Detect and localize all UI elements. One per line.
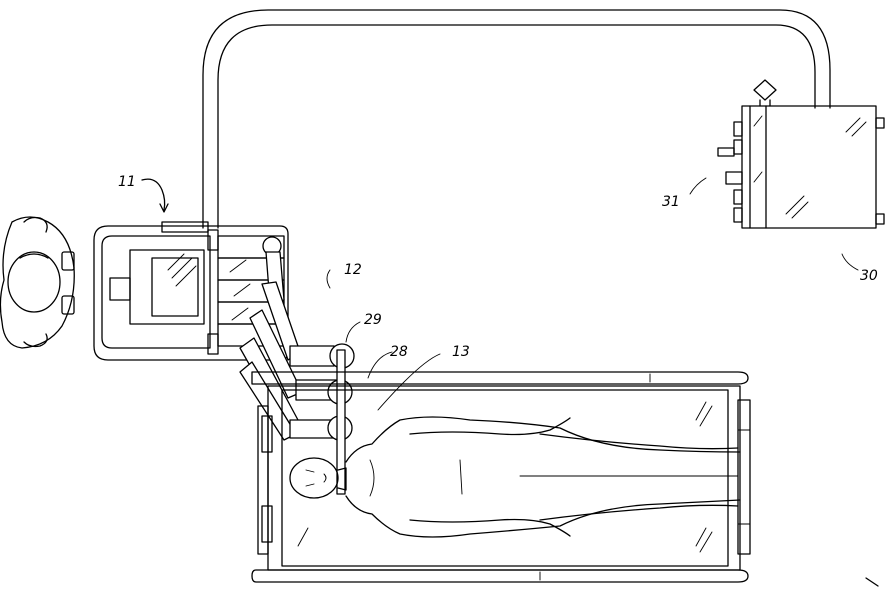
connecting-cable — [202, 9, 831, 229]
leader-lines — [141, 177, 879, 587]
patient-side-cart — [239, 236, 355, 495]
patient-figure — [289, 416, 741, 538]
label-30: 30 — [860, 268, 878, 284]
control-system — [717, 79, 885, 229]
label-31: 31 — [662, 194, 680, 210]
label-13: 13 — [452, 344, 470, 360]
label-12: 12 — [344, 262, 362, 278]
surgeon-figure — [0, 216, 75, 349]
surgeon-console — [93, 221, 289, 361]
label-28: 28 — [390, 344, 408, 360]
operating-table — [251, 371, 751, 583]
label-29: 29 — [364, 312, 382, 328]
label-11: 11 — [118, 174, 136, 190]
